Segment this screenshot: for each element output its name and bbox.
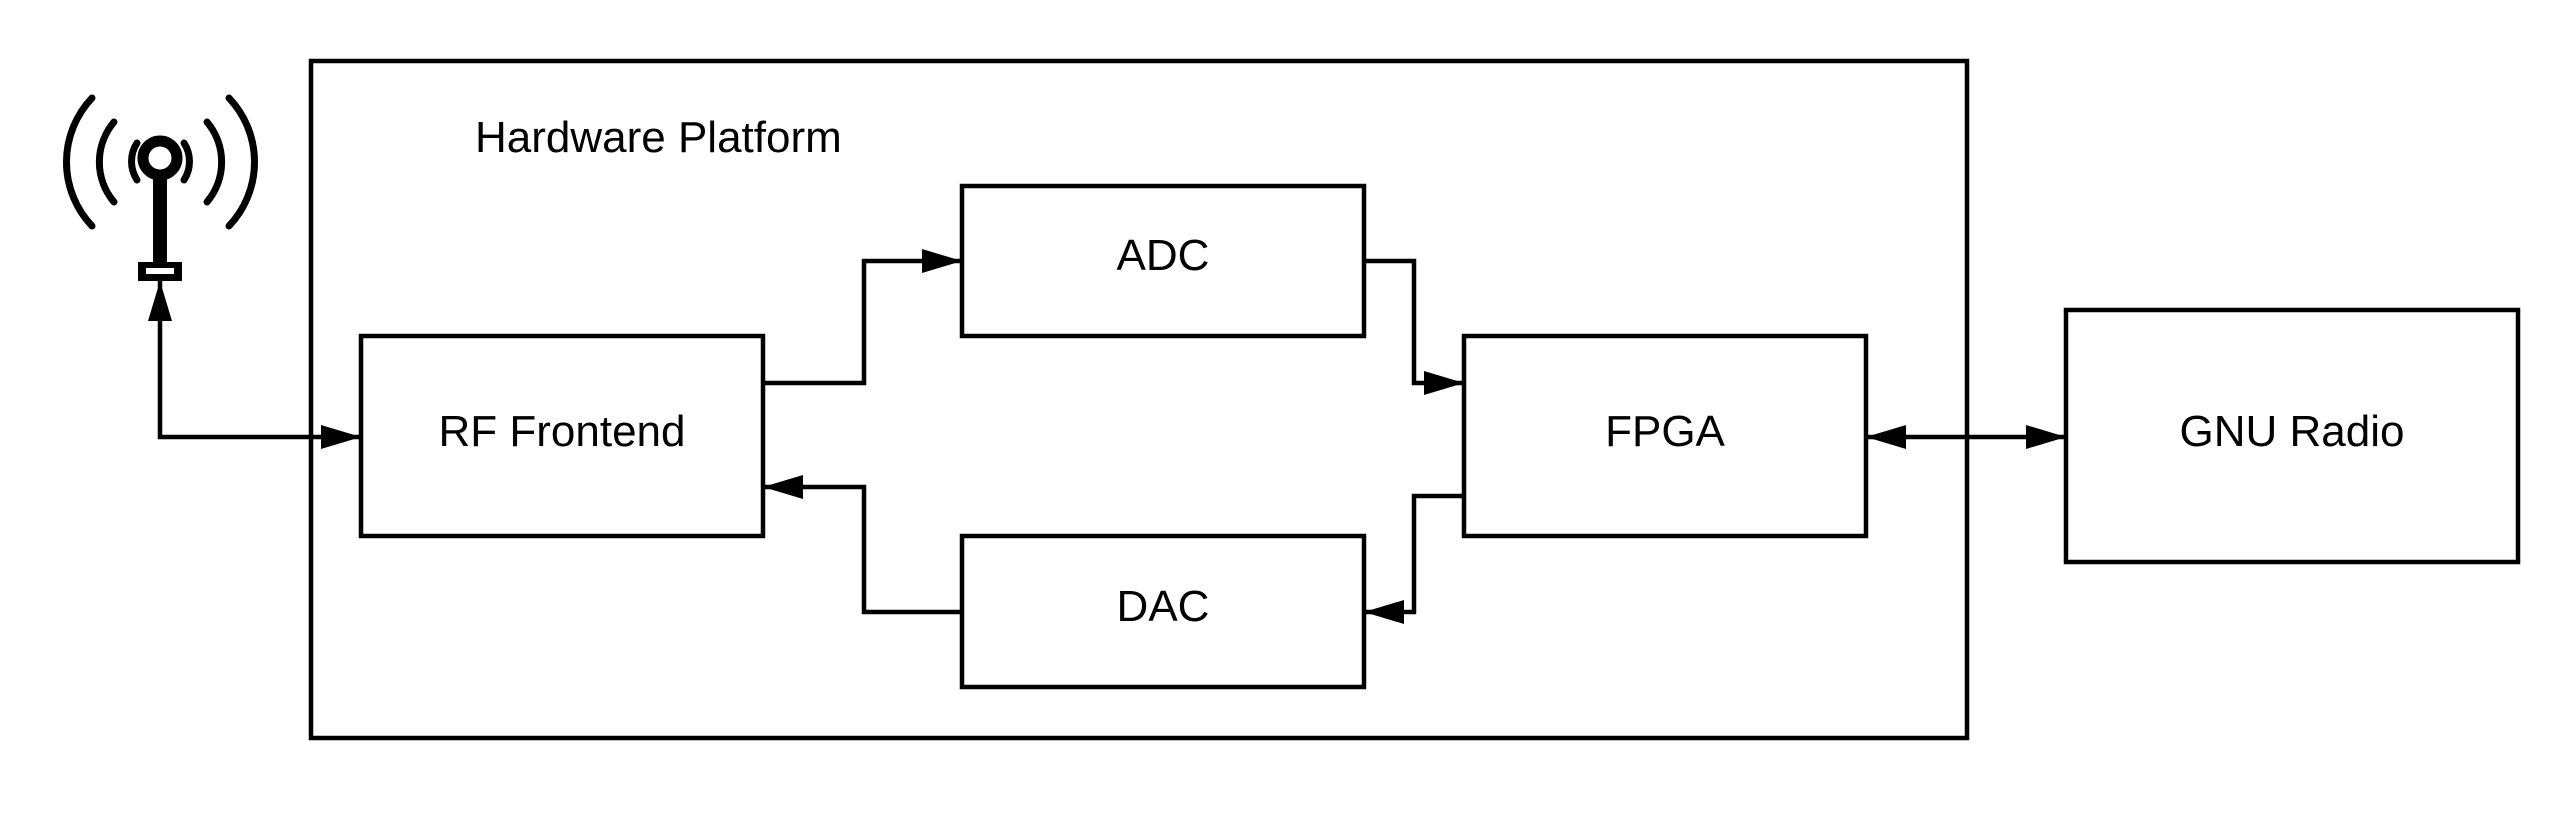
gnu-radio-label: GNU Radio — [2180, 407, 2405, 456]
fpga-to-dac-connector — [1364, 493, 1464, 624]
adc-to-fpga-connector — [1364, 258, 1464, 395]
antenna-icon — [62, 94, 259, 281]
rf-frontend-block: RF Frontend — [358, 333, 766, 539]
gnu-radio-block: GNU Radio — [2063, 307, 2521, 565]
adc-label: ADC — [1117, 231, 1210, 280]
antenna-rf-connector — [148, 281, 361, 449]
rf-frontend-label: RF Frontend — [439, 407, 686, 456]
hardware-platform-title: Hardware Platform — [475, 113, 842, 162]
dac-to-rf-connector — [763, 475, 962, 615]
fpga-label: FPGA — [1605, 407, 1725, 456]
dac-block: DAC — [959, 533, 1367, 690]
rf-to-adc-connector — [763, 249, 962, 386]
dac-label: DAC — [1117, 582, 1210, 631]
fpga-block: FPGA — [1461, 333, 1869, 539]
adc-block: ADC — [959, 183, 1367, 339]
